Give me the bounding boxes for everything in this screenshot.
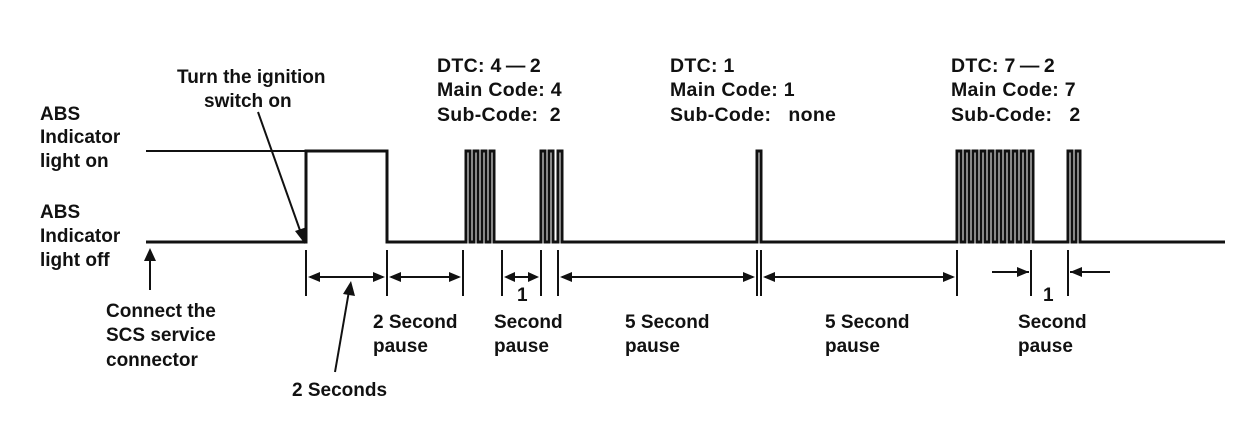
- light-on-label: ABS Indicator light on: [40, 104, 121, 172]
- dtc-group-1: DTC: 4 — 2 Main Code: 4 Sub-Code: 2: [437, 55, 562, 126]
- pause-label-4: 5 Second pause: [825, 312, 909, 357]
- pause-label-2: 1 Second pause: [494, 285, 563, 357]
- ignition-line2: switch on: [204, 91, 292, 112]
- pause-number: 1: [1043, 285, 1054, 306]
- pause-line1: 5 Second: [825, 312, 909, 333]
- connect-annotation: Connect the SCS service connector: [106, 301, 216, 371]
- dtc-sub-code: Sub-Code: 2: [951, 104, 1081, 126]
- pause-number: 1: [517, 285, 528, 306]
- dimension-arrows: [308, 267, 1110, 282]
- ignition-annotation: Turn the ignition switch on: [177, 67, 325, 112]
- two-seconds-label: 2 Seconds: [292, 380, 387, 401]
- connect-line2: SCS service: [106, 325, 216, 346]
- ignition-line1: Turn the ignition: [177, 67, 325, 88]
- pause-line2: pause: [625, 336, 680, 357]
- pause-line2: pause: [494, 336, 549, 357]
- pause-label-5: 1 Second pause: [1018, 285, 1087, 357]
- dtc-sub-code: Sub-Code: none: [670, 104, 836, 126]
- dtc-code: DTC: 1: [670, 55, 735, 77]
- dtc-group-2: DTC: 1 Main Code: 1 Sub-Code: none: [670, 55, 836, 126]
- light-on-label-line2: Indicator: [40, 127, 121, 148]
- dtc-code: DTC: 7 — 2: [951, 55, 1055, 77]
- light-on-label-line3: light on: [40, 151, 109, 172]
- dtc-main-code: Main Code: 4: [437, 79, 562, 101]
- dtc-group-3: DTC: 7 — 2 Main Code: 7 Sub-Code: 2: [951, 55, 1081, 126]
- connect-line1: Connect the: [106, 301, 216, 322]
- connect-line3: connector: [106, 350, 198, 371]
- light-on-label-line1: ABS: [40, 104, 80, 125]
- pause-label-3: 5 Second pause: [625, 312, 709, 357]
- pointer-arrows: [144, 111, 355, 373]
- light-off-label: ABS Indicator light off: [40, 202, 121, 271]
- dtc-code: DTC: 4 — 2: [437, 55, 541, 77]
- pause-line2: pause: [1018, 336, 1073, 357]
- pause-line1: 5 Second: [625, 312, 709, 333]
- pause-line1: Second: [1018, 312, 1087, 333]
- dtc-sub-code: Sub-Code: 2: [437, 104, 561, 126]
- dtc-main-code: Main Code: 1: [670, 79, 795, 101]
- indicator-signal-waveform: [146, 149, 1225, 244]
- pause-line1: 2 Second: [373, 312, 457, 333]
- pause-label-1: 2 Second pause: [373, 312, 457, 357]
- pause-line2: pause: [825, 336, 880, 357]
- dtc-main-code: Main Code: 7: [951, 79, 1076, 101]
- pause-line2: pause: [373, 336, 428, 357]
- light-off-label-line1: ABS: [40, 202, 80, 223]
- light-off-label-line3: light off: [40, 250, 110, 271]
- pause-line1: Second: [494, 312, 563, 333]
- timing-ticks: [305, 250, 1069, 296]
- light-off-label-line2: Indicator: [40, 226, 121, 247]
